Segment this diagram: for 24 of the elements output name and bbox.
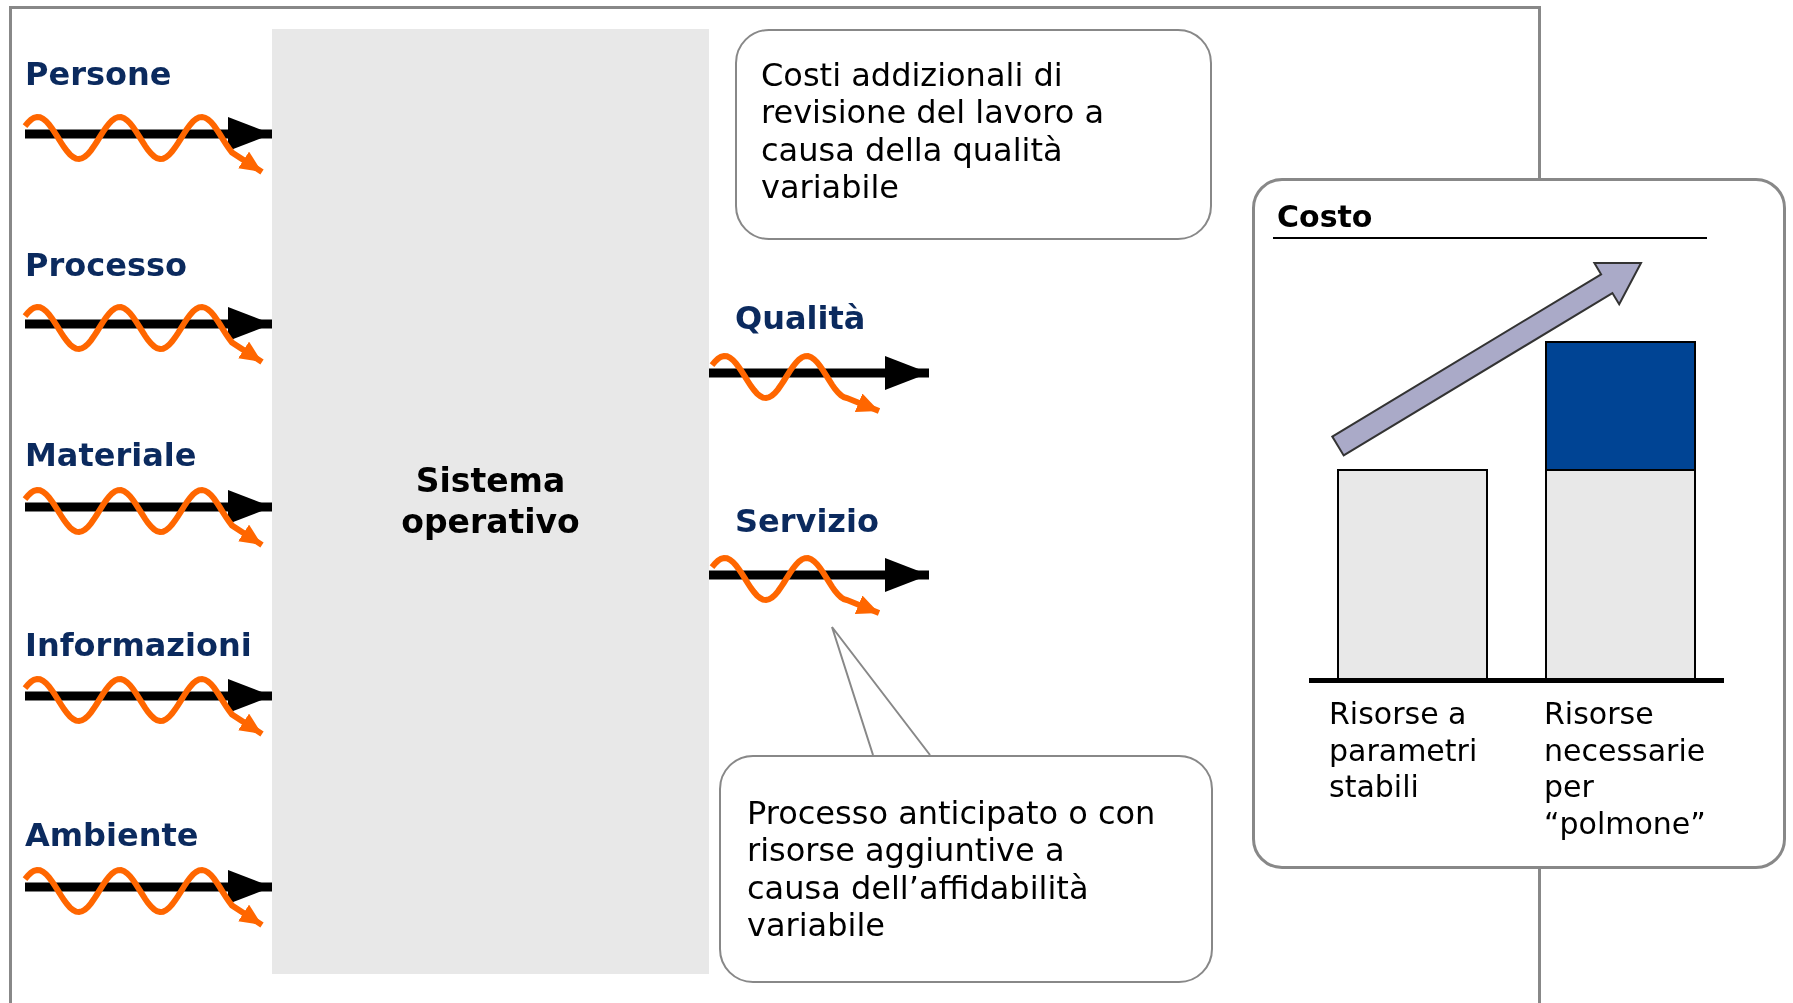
system-band — [272, 29, 709, 974]
wavy-arrow — [22, 675, 272, 737]
wavy-arrow — [22, 303, 272, 365]
axis-label: Risorse necessarie per “polmone” — [1544, 696, 1707, 843]
edge-label: Processo — [25, 246, 187, 284]
axis-label: Risorse a parametri stabili — [1329, 696, 1479, 806]
callout-text: Costi addizionali di revisione del lavoro a causa della qualità variabile — [761, 57, 1106, 207]
wavy-arrow — [709, 554, 929, 616]
wavy-arrow — [22, 113, 272, 175]
edge-label: Qualità — [735, 299, 866, 337]
system-label: Sistema operativo — [400, 461, 581, 542]
chart-title: Costo — [1277, 199, 1373, 236]
wavy-arrow — [22, 866, 272, 928]
edge-label: Materiale — [25, 436, 197, 474]
edge-label: Ambiente — [25, 816, 199, 854]
callout-box — [719, 755, 1213, 983]
wavy-arrow — [22, 486, 272, 548]
callout-box — [735, 29, 1212, 240]
callout-text: Processo anticipato o con risorse aggiuntive a causa dell’affidabilità variabile — [747, 795, 1157, 945]
edge-label: Persone — [25, 55, 172, 93]
wavy-arrow — [709, 352, 929, 414]
edge-label: Informazioni — [25, 626, 252, 664]
chart-panel — [1252, 178, 1786, 869]
edge-label: Servizio — [735, 502, 879, 540]
